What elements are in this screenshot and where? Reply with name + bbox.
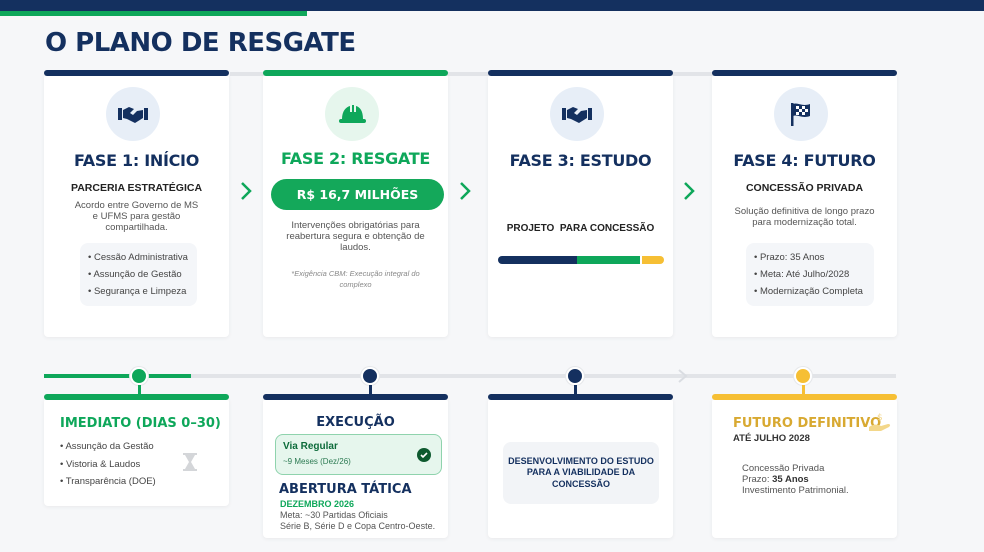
card-accent [488, 394, 673, 400]
timeline-track [190, 374, 896, 378]
bullet-list: • Assunção da Gestão • Vistoria & Laudos… [60, 438, 156, 491]
bullet-item: • Cessão Administrativa [88, 252, 188, 263]
phase-card-4: FASE 4: FUTURO CONCESSÃO PRIVADA Solução… [712, 70, 897, 337]
timeline-dot-4 [794, 367, 812, 385]
bullet-item: • Meta: Até Julho/2028 [754, 269, 850, 280]
timeline-dot-3 [566, 367, 584, 385]
hard-hat-icon [325, 87, 379, 141]
phase-description: Acordo entre Governo de MS e UFMS para g… [74, 200, 199, 233]
timeline-card-study: DESENVOLVIMENTO DO ESTUDO PARA A VIABILI… [488, 394, 673, 538]
card-accent [44, 70, 229, 76]
progress-segment-yellow [642, 256, 664, 264]
handshake-icon [550, 87, 604, 141]
future-detail-line: Investimento Patrimonial. [742, 485, 849, 496]
phase-subtitle: CONCESSÃO PRIVADA [745, 182, 864, 194]
phase-card-2: FASE 2: RESGATE R$ 16,7 MILHÕES Interven… [263, 70, 448, 337]
chevron-right-icon [460, 182, 471, 200]
future-date: ATÉ JULHO 2028 [733, 433, 810, 444]
tactical-opening-goal: Meta: ~30 Partidas Oficiais Série B, Sér… [280, 510, 435, 532]
phase-title: FASE 2: RESGATE [281, 149, 430, 168]
future-detail-line: Prazo: 35 Anos [742, 474, 849, 485]
top-progress-accent [0, 11, 307, 16]
phase-subtitle: PROJETO PARA CONCESSÃO [506, 223, 655, 234]
timeline-stem [369, 385, 372, 395]
money-hand-icon: $ [869, 413, 891, 431]
bullet-item: • Segurança e Limpeza [88, 286, 187, 297]
future-details: Concessão Privada Prazo: 35 Anos Investi… [742, 463, 849, 496]
tactical-goal-line: Meta: ~30 Partidas Oficiais [280, 510, 388, 520]
timeline-stem [802, 385, 805, 395]
timeline-arrow-icon [678, 369, 688, 383]
tactical-opening-title: ABERTURA TÁTICA [279, 482, 412, 497]
card-accent [712, 394, 897, 400]
card-accent [263, 70, 448, 76]
phase-card-3: FASE 3: ESTUDO PROJETO PARA CONCESSÃO [488, 70, 673, 337]
timeline-stem [138, 385, 141, 395]
page-title: O PLANO DE RESGATE [45, 28, 356, 58]
timeline-card-immediate: IMEDIATO (DIAS 0–30) • Assunção da Gestã… [44, 394, 229, 506]
phase-title: FASE 1: INÍCIO [74, 151, 199, 170]
phase-description: Intervenções obrigatórias para reabertur… [286, 220, 425, 253]
timeline-progress [44, 374, 191, 378]
bullet-list: • Cessão Administrativa • Assunção de Ge… [80, 243, 197, 306]
phase-note: *Exigência CBM: Execução integral do com… [291, 269, 420, 289]
phase-subtitle: PARCERIA ESTRATÉGICA [70, 182, 203, 194]
bullet-item: • Assunção da Gestão [60, 441, 154, 452]
term-value: 35 Anos [772, 474, 809, 485]
card-accent [488, 70, 673, 76]
term-label: Prazo: [742, 474, 773, 485]
card-accent [712, 70, 897, 76]
progress-segment-green [577, 256, 641, 264]
phase-title: FASE 4: FUTURO [733, 151, 876, 170]
timeline-card-title: IMEDIATO (DIAS 0–30) [60, 416, 221, 431]
regular-route-title: Via Regular [283, 441, 338, 452]
checkered-flag-icon [774, 87, 828, 141]
bullet-item: • Assunção de Gestão [88, 269, 182, 280]
progress-segment-navy [498, 256, 578, 264]
timeline-card-title: FUTURO DEFINITIVO [733, 416, 882, 431]
chevron-right-icon [241, 182, 252, 200]
timeline-card-execution: EXECUÇÃO Via Regular ~9 Meses (Dez/26) A… [263, 394, 448, 538]
future-detail-line: Concessão Privada [742, 463, 825, 474]
regular-route-box: Via Regular ~9 Meses (Dez/26) [275, 434, 442, 475]
hourglass-icon [183, 453, 197, 471]
bullet-item: • Vistoria & Laudos [60, 458, 141, 470]
bullet-item: • Prazo: 35 Anos [754, 252, 825, 263]
card-accent [44, 394, 229, 400]
timeline-dot-2 [361, 367, 379, 385]
check-circle-icon [417, 448, 431, 462]
study-description-box: DESENVOLVIMENTO DO ESTUDO PARA A VIABILI… [503, 442, 659, 504]
phase-card-1: FASE 1: INÍCIO PARCERIA ESTRATÉGICA Acor… [44, 70, 229, 337]
bullet-item: • Transparência (DOE) [60, 476, 156, 487]
budget-badge: R$ 16,7 MILHÕES [271, 179, 444, 210]
timeline-card-title: EXECUÇÃO [316, 415, 395, 430]
tactical-opening-date: DEZEMBRO 2026 [280, 499, 355, 509]
regular-route-duration: ~9 Meses (Dez/26) [283, 457, 351, 466]
timeline-dot-1 [130, 367, 148, 385]
timeline-stem [574, 385, 577, 395]
concession-progress-bar [498, 256, 664, 264]
chevron-right-icon [684, 182, 695, 200]
bullet-list: • Prazo: 35 Anos • Meta: Até Julho/2028 … [746, 243, 874, 306]
svg-text:$: $ [877, 413, 883, 423]
bullet-item: • Modernização Completa [754, 286, 863, 297]
tactical-goal-line: Série B, Série D e Copa Centro-Oeste. [280, 521, 436, 531]
card-accent [263, 394, 448, 400]
top-bar [0, 0, 984, 11]
phase-description: Solução definitiva de longo prazo para m… [734, 206, 875, 228]
timeline-card-future: FUTURO DEFINITIVO $ ATÉ JULHO 2028 Conce… [712, 394, 897, 538]
phase-title: FASE 3: ESTUDO [509, 151, 652, 170]
handshake-icon [106, 87, 160, 141]
